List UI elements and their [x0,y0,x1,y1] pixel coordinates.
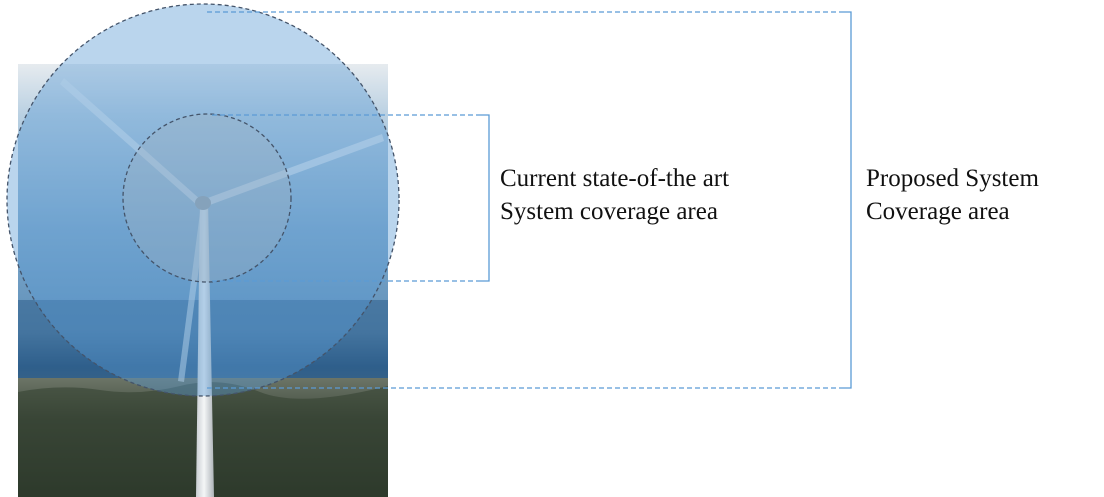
turbine-blade-upper-left [60,78,202,206]
proposed-coverage-bracket [207,11,852,389]
current-system-label-line1: Current state-of-the art [500,165,730,192]
proposed-coverage-circle [6,3,400,397]
proposed-system-label-line1: Proposed System [866,165,1039,192]
turbine-blade-lower [178,205,207,382]
current-coverage-circle [122,113,292,283]
current-system-label-line2: System coverage area [500,198,718,225]
turbine-tower [196,200,214,497]
proposed-system-label: Proposed System Coverage area [866,162,1039,228]
proposed-bracket-shape [843,11,852,389]
current-bracket-shape [481,114,490,282]
current-system-label: Current state-of-the art System coverage… [500,162,729,228]
turbine-blade-right [205,134,384,206]
current-coverage-bracket [212,114,490,282]
turbine-hub [195,196,211,210]
proposed-system-label-line2: Coverage area [866,198,1010,225]
